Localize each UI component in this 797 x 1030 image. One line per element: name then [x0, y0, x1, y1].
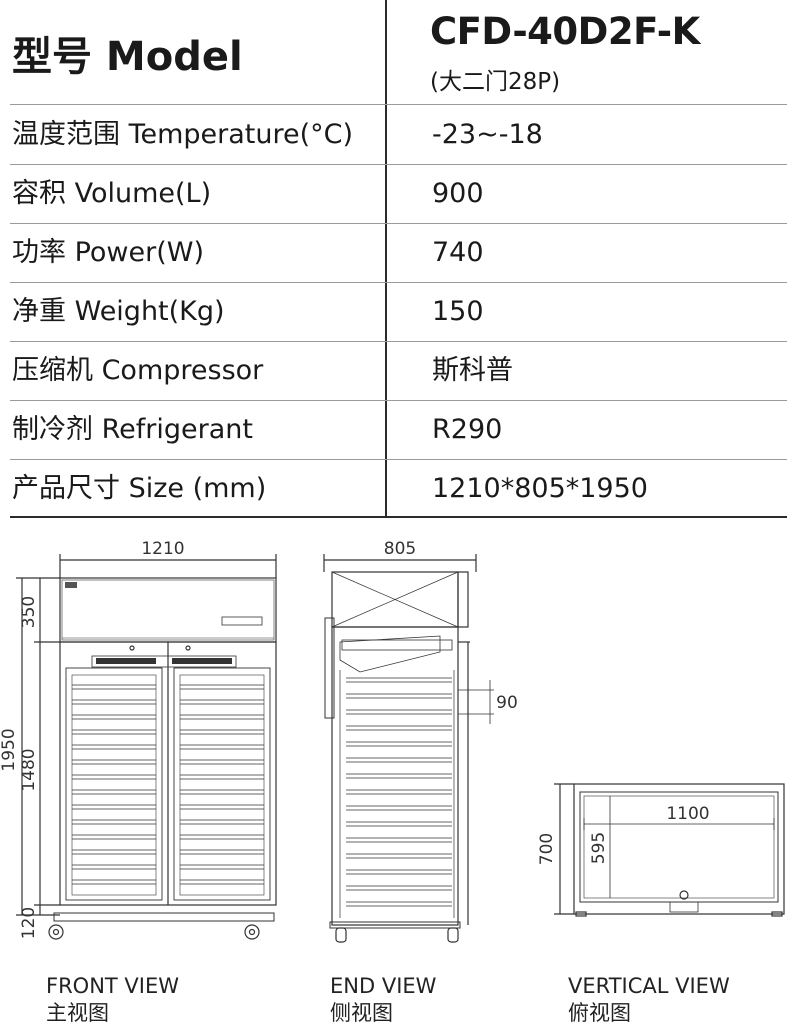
- refrigerant-value: R290: [432, 414, 503, 445]
- inner-depth-dimension: 595: [589, 832, 609, 864]
- temperature-label: 温度范围 Temperature(°C): [12, 119, 354, 150]
- vertical-view-caption-en: VERTICAL VIEW: [568, 974, 730, 998]
- front-top-section-dimension: 350: [19, 596, 39, 628]
- end-view-drawing: [323, 554, 494, 943]
- inner-width-dimension: 1100: [666, 804, 709, 824]
- row-divider: [10, 223, 787, 224]
- vertical-view-caption-cn: 俯视图: [568, 1001, 631, 1025]
- model-subtitle: (大二门28P): [430, 69, 561, 95]
- front-view-caption: FRONT VIEW 主视图: [46, 973, 179, 1027]
- power-label: 功率 Power(W): [12, 237, 204, 268]
- vertical-view-caption: VERTICAL VIEW 俯视图: [568, 973, 730, 1027]
- weight-value: 150: [432, 296, 484, 327]
- power-value: 740: [432, 237, 484, 268]
- model-label: 型号 Model: [12, 34, 243, 80]
- table-bottom-border: [10, 516, 787, 518]
- row-divider: [10, 459, 787, 460]
- size-value: 1210*805*1950: [432, 473, 648, 504]
- refrigerant-label: 制冷剂 Refrigerant: [12, 414, 253, 445]
- outer-depth-dimension: 700: [537, 833, 557, 865]
- volume-label: 容积 Volume(L): [12, 178, 212, 209]
- row-divider: [10, 282, 787, 283]
- front-base-dimension: 120: [19, 907, 39, 939]
- front-view-caption-en: FRONT VIEW: [46, 974, 180, 998]
- compressor-value: 斯科普: [432, 355, 513, 386]
- row-divider: [10, 164, 787, 165]
- front-door-dimension: 1480: [19, 748, 39, 791]
- volume-value: 900: [432, 178, 484, 209]
- weight-label: 净重 Weight(Kg): [12, 296, 225, 327]
- drawing-canvas: 1210 1950 350 1480 120: [0, 539, 785, 943]
- size-label: 产品尺寸 Size (mm): [12, 473, 267, 504]
- row-divider: [10, 104, 787, 105]
- spec-table: 型号 Model CFD-40D2F-K (大二门28P) 温度范围 Tempe…: [10, 0, 787, 518]
- model-number: CFD-40D2F-K: [430, 10, 700, 53]
- end-view-caption: END VIEW 侧视图: [330, 973, 436, 1027]
- front-width-dimension: 1210: [141, 539, 184, 559]
- temperature-value: -23~-18: [432, 119, 543, 150]
- compressor-label: 压缩机 Compressor: [12, 355, 264, 386]
- technical-drawings: 1210 1950 350 1480 120: [0, 530, 797, 1030]
- front-height-dimension: 1950: [0, 728, 19, 771]
- front-view-drawing: [16, 554, 277, 940]
- end-view-caption-en: END VIEW: [330, 974, 437, 998]
- end-view-caption-cn: 侧视图: [330, 1001, 393, 1025]
- vertical-view-drawing: [554, 783, 785, 917]
- end-depth-dimension: 805: [384, 539, 416, 559]
- tray-pitch-dimension: 90: [496, 693, 518, 713]
- row-divider: [10, 341, 787, 342]
- table-column-divider: [385, 0, 387, 516]
- front-view-caption-cn: 主视图: [46, 1001, 109, 1025]
- row-divider: [10, 400, 787, 401]
